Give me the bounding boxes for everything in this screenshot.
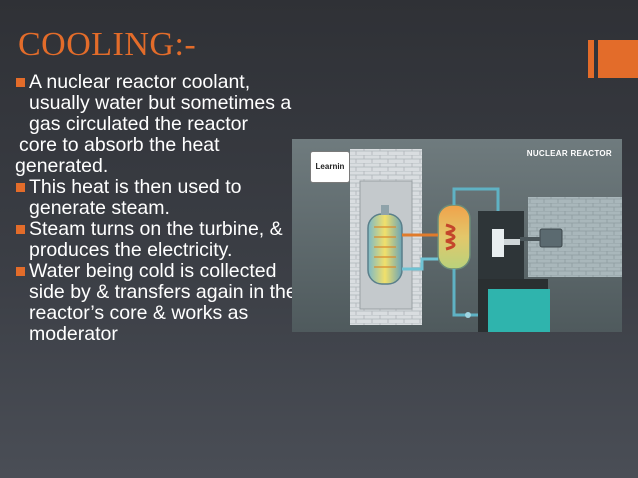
pump — [465, 312, 471, 318]
turbine — [492, 229, 504, 257]
bullet-item: A nuclear reactor coolant, usually water… — [15, 72, 305, 135]
nuclear-reactor-diagram: Learnin NUCLEAR REACTOR — [292, 139, 622, 332]
bullet-text: Water being cold is collected side by & … — [29, 260, 297, 345]
accent-bar — [588, 40, 594, 78]
diagram-label: NUCLEAR REACTOR — [526, 149, 612, 158]
bullet-text: This heat is then used to generate steam… — [29, 176, 242, 219]
bullet-text: Steam turns on the turbine, & produces t… — [29, 218, 283, 261]
cold-coolant-pipe — [402, 257, 438, 271]
bullet-item: Steam turns on the turbine, & produces t… — [15, 219, 305, 261]
generator-shaft — [520, 237, 540, 241]
bullet-continuation: generated. — [15, 156, 305, 177]
bullet-marker-icon — [16, 225, 25, 234]
bullet-marker-icon — [16, 78, 25, 87]
turbine-shaft — [504, 239, 520, 245]
accent-block — [598, 40, 638, 78]
bullet-marker-icon — [16, 183, 25, 192]
slide-title: COOLING:- — [18, 26, 197, 63]
bullet-continuation: core to absorb the heat — [15, 135, 305, 156]
fuel-rods — [374, 226, 396, 268]
electric-generator — [539, 228, 563, 248]
bullet-text: core to absorb the heat — [19, 134, 220, 156]
learnin-logo: Learnin — [310, 151, 350, 183]
bullet-text: generated. — [15, 155, 109, 177]
bullet-list: A nuclear reactor coolant, usually water… — [15, 72, 305, 345]
control-rod-head — [381, 205, 389, 215]
heat-exchanger-coil — [445, 223, 456, 251]
reactor-vessel — [367, 213, 403, 285]
bullet-marker-icon — [16, 267, 25, 276]
reactor-illustration — [292, 139, 622, 332]
condenser — [488, 289, 550, 332]
bullet-text: A nuclear reactor coolant, usually water… — [29, 71, 292, 135]
bullet-item: This heat is then used to generate steam… — [15, 177, 305, 219]
bullet-item: Water being cold is collected side by & … — [15, 261, 305, 345]
